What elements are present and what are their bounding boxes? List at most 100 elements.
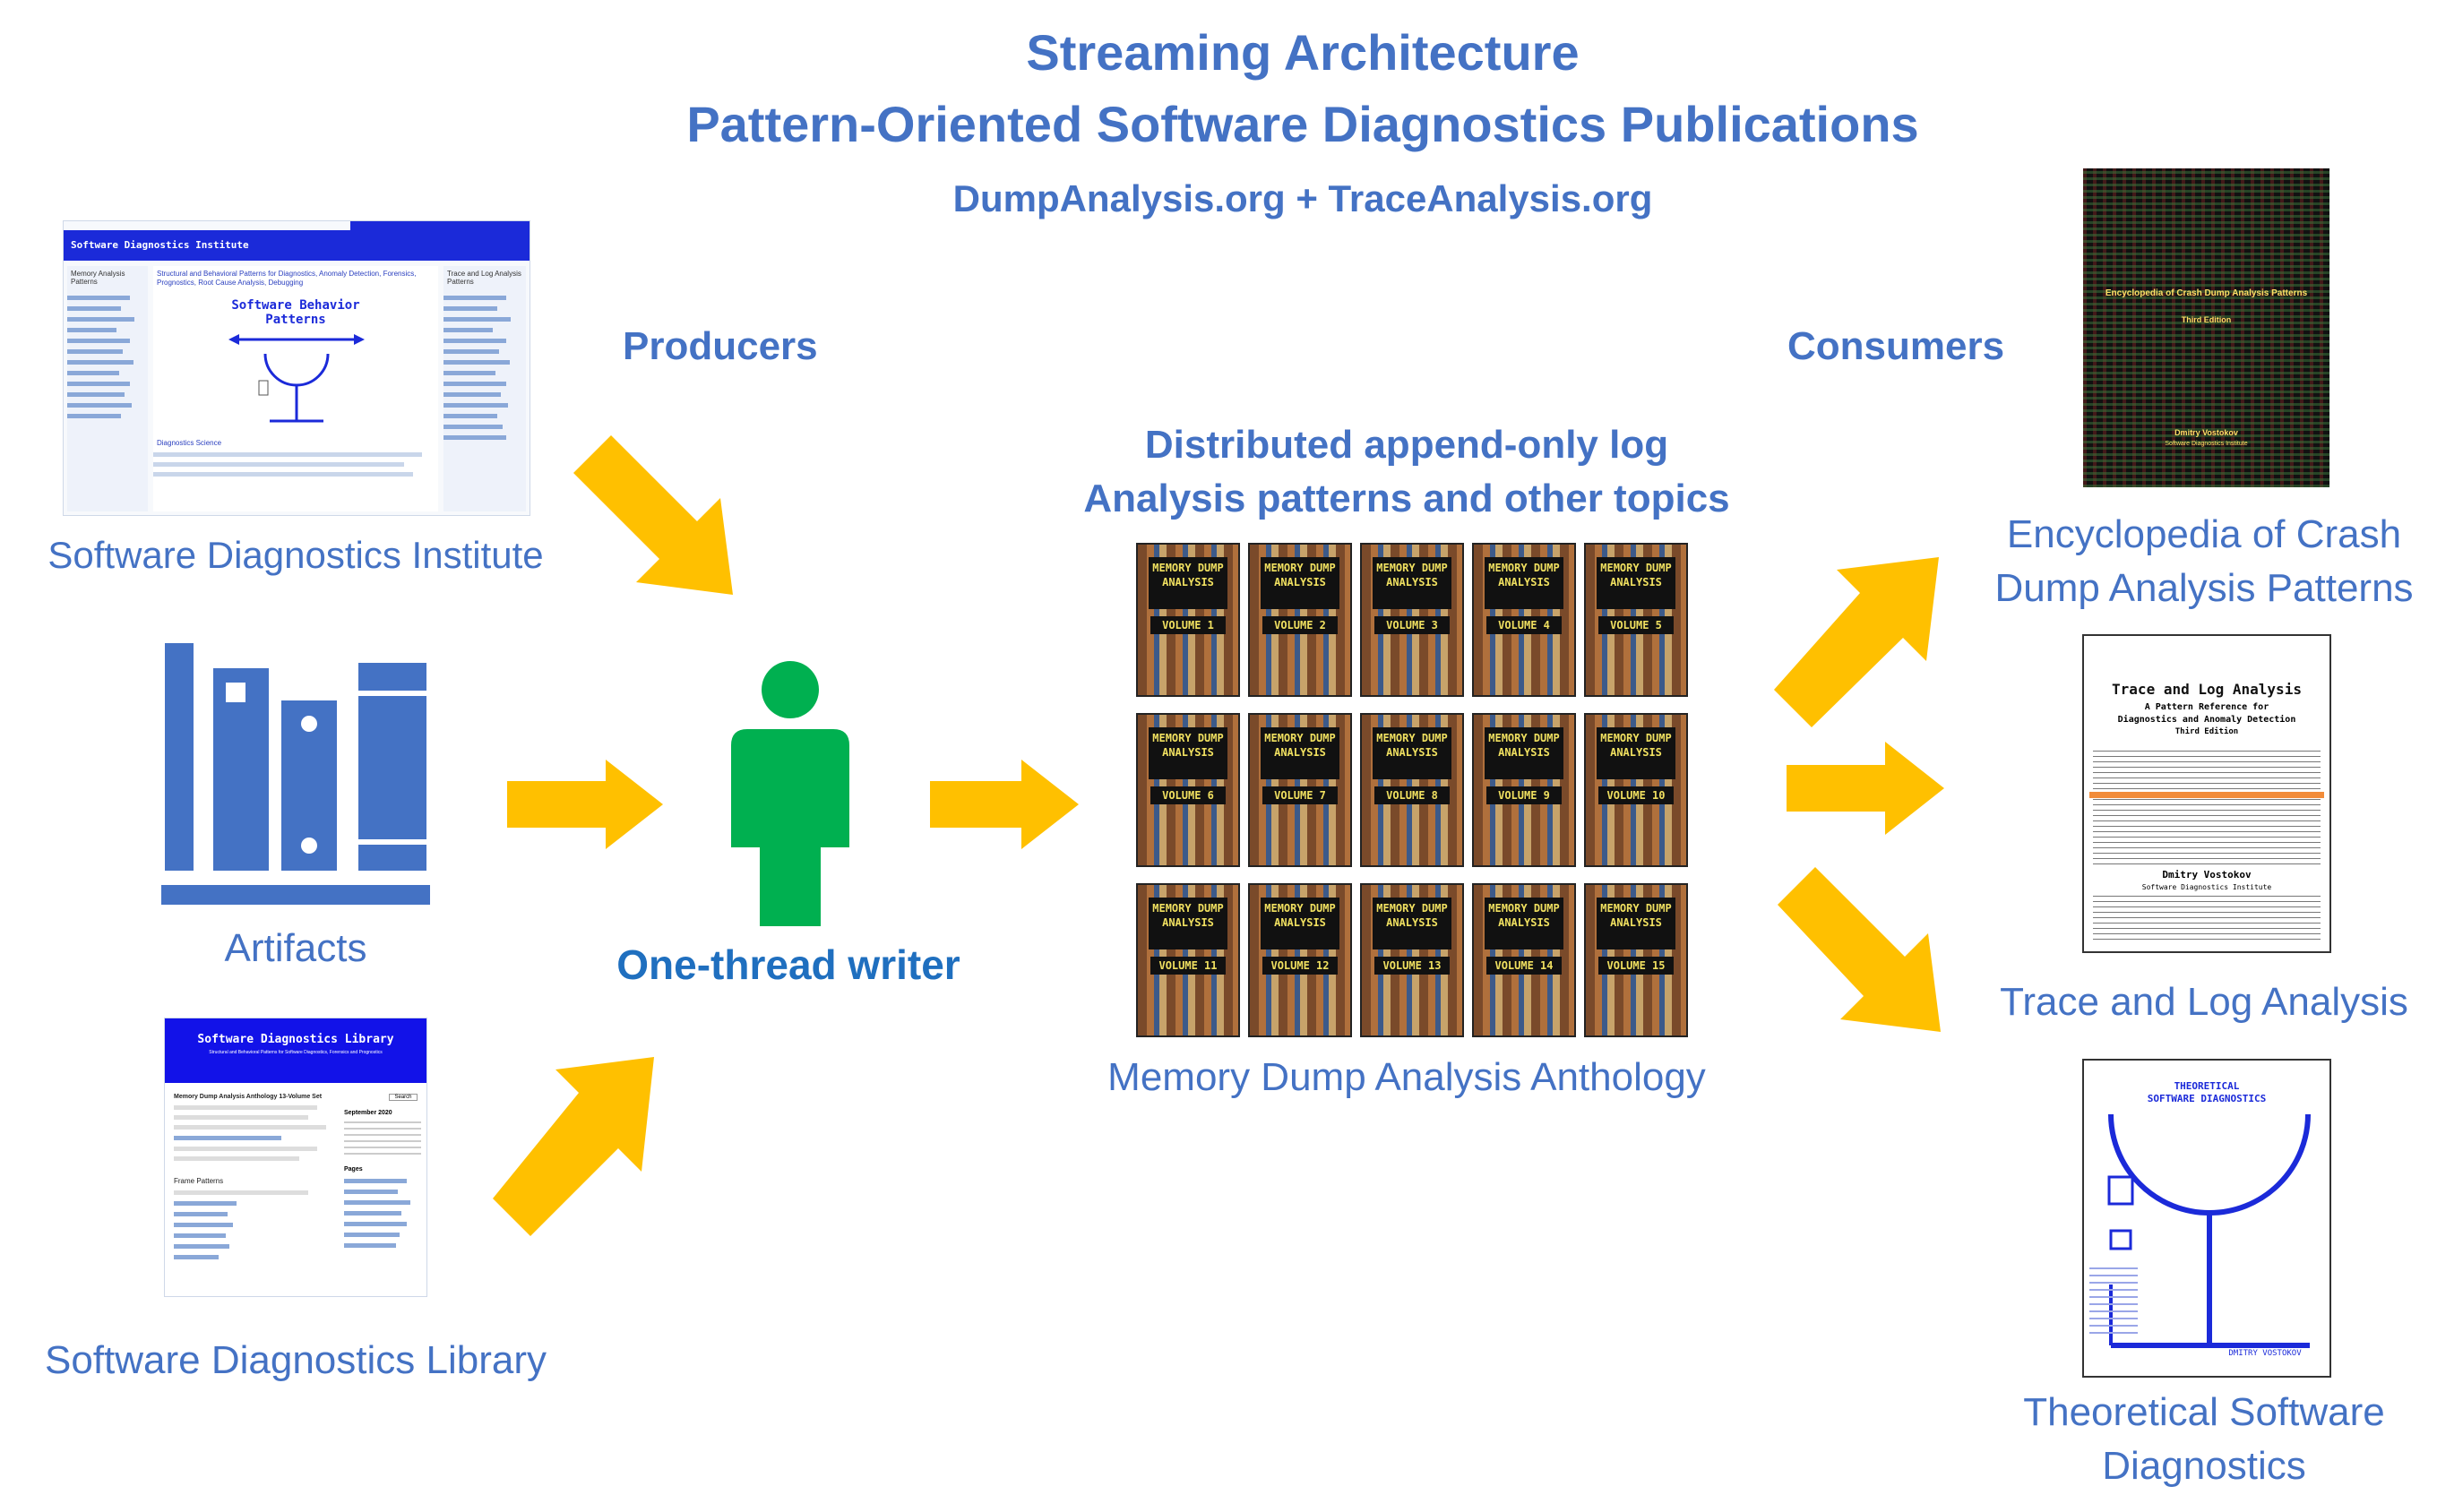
sdi-label: Software Diagnostics Institute — [47, 534, 544, 576]
anthology-volume-cover-text: MEMORY DUMP ANALYSIS — [1261, 557, 1339, 609]
encyclopedia-cover-edition: Third Edition — [2181, 315, 2232, 324]
anthology-volume-number: VOLUME 1 — [1150, 616, 1226, 634]
anthology-volume-13: MEMORY DUMP ANALYSIS VOLUME 13 — [1360, 883, 1464, 1037]
writer-person-icon — [731, 661, 849, 926]
anthology-volume-number: VOLUME 8 — [1374, 786, 1450, 804]
theoretical-label-line2: Diagnostics — [2102, 1444, 2306, 1488]
sdi-headline: Structural and Behavioral Patterns for D… — [157, 270, 417, 287]
diagram-title-line2: Pattern-Oriented Software Diagnostics Pu… — [686, 96, 1919, 152]
anthology-volume-number: VOLUME 2 — [1262, 616, 1338, 634]
arrow-log-to-trace — [1787, 742, 1944, 835]
sdi-top-nav — [350, 221, 530, 230]
trace-cover-author: Dmitry Vostokov — [2084, 869, 2329, 881]
producers-heading: Producers — [623, 324, 818, 368]
anthology-volume-cover-text: MEMORY DUMP ANALYSIS — [1597, 898, 1675, 949]
sdl-post-title-2: Frame Patterns — [174, 1177, 224, 1185]
anthology-volume-number: VOLUME 7 — [1262, 786, 1338, 804]
trace-cover-edition: Third Edition — [2174, 727, 2239, 736]
anthology-volume-number: VOLUME 9 — [1486, 786, 1562, 804]
trace-cover-title: Trace and Log Analysis — [2112, 681, 2302, 698]
arrow-sdi-to-writer — [573, 435, 733, 595]
sdi-website-screenshot: Software Diagnostics Institute Memory An… — [63, 220, 530, 516]
trace-cover-publisher: Software Diagnostics Institute — [2084, 883, 2329, 891]
encyclopedia-cover-title: Encyclopedia of Crash Dump Analysis Patt… — [2105, 288, 2308, 298]
encyclopedia-label-line1: Encyclopedia of Crash — [2006, 512, 2402, 556]
trace-label: Trace and Log Analysis — [2000, 980, 2408, 1024]
anthology-volume-number: VOLUME 6 — [1150, 786, 1226, 804]
sdi-banner-text: Software Diagnostics Institute — [71, 239, 249, 251]
anthology-volume-6: MEMORY DUMP ANALYSIS VOLUME 6 — [1136, 713, 1240, 867]
writer-label: One-thread writer — [616, 941, 960, 988]
encyclopedia-cover-publisher: Software Diagnostics Institute — [2165, 441, 2248, 447]
encyclopedia-cover-author: Dmitry Vostokov — [2174, 428, 2238, 437]
theoretical-cover: THEORETICAL SOFTWARE DIAGNOSTICS DMITRY … — [2082, 1059, 2331, 1378]
sdl-search-button: Search — [389, 1094, 418, 1101]
anthology-volume-number: VOLUME 13 — [1374, 957, 1450, 975]
anthology-volume-cover-text: MEMORY DUMP ANALYSIS — [1373, 898, 1451, 949]
theoretical-label-line1: Theoretical Software — [2023, 1390, 2385, 1434]
encyclopedia-cover: Encyclopedia of Crash Dump Analysis Patt… — [2083, 168, 2329, 487]
encyclopedia-label-line2: Dump Analysis Patterns — [1994, 566, 2414, 610]
theoretical-cover-graphic — [2089, 1113, 2311, 1348]
consumers-heading: Consumers — [1787, 324, 2005, 368]
sdl-banner: Software Diagnostics Library Structural … — [165, 1018, 426, 1083]
sdi-right-heading: Trace and Log Analysis Patterns — [447, 270, 521, 286]
sdi-logo-graphic — [228, 334, 365, 423]
theoretical-cover-title2: SOFTWARE DIAGNOSTICS — [2147, 1093, 2267, 1104]
sdl-website-screenshot: Software Diagnostics Library Structural … — [164, 1018, 427, 1297]
theoretical-cover-title1: THEORETICAL — [2174, 1080, 2240, 1092]
anthology-volume-number: VOLUME 15 — [1598, 957, 1674, 975]
anthology-volume-number: VOLUME 12 — [1262, 957, 1338, 975]
trace-cover-log-lines — [2093, 747, 2321, 944]
log-heading-line2: Analysis patterns and other topics — [1083, 477, 1730, 520]
sdl-banner-subtitle: Structural and Behavioral Patterns for S… — [209, 1050, 383, 1055]
anthology-volume-cover-text: MEMORY DUMP ANALYSIS — [1485, 557, 1563, 609]
sdi-left-heading: Memory Analysis Patterns — [71, 270, 125, 286]
sdl-main: Memory Dump Analysis Anthology 13-Volume… — [174, 1094, 335, 1266]
trace-cover-sub2: Diagnostics and Anomaly Detection — [2117, 715, 2296, 725]
anthology-volume-number: VOLUME 3 — [1374, 616, 1450, 634]
diagram-subtitle-sites: DumpAnalysis.org + TraceAnalysis.org — [952, 177, 1653, 219]
sdl-pages-heading: Pages — [344, 1166, 363, 1173]
anthology-volume-2: MEMORY DUMP ANALYSIS VOLUME 2 — [1248, 543, 1352, 697]
anthology-volume-cover-text: MEMORY DUMP ANALYSIS — [1261, 898, 1339, 949]
theoretical-cover-author: DMITRY VOSTOKOV — [2228, 1349, 2302, 1358]
sdi-section-heading: Diagnostics Science — [157, 439, 222, 447]
anthology-volume-number: VOLUME 11 — [1150, 957, 1226, 975]
anthology-volume-cover-text: MEMORY DUMP ANALYSIS — [1149, 727, 1227, 779]
sdl-label: Software Diagnostics Library — [44, 1338, 547, 1382]
sdl-sidebar: Search September 2020 Pages — [344, 1094, 421, 1254]
sdi-banner: Software Diagnostics Institute — [64, 230, 530, 261]
anthology-volume-cover-text: MEMORY DUMP ANALYSIS — [1597, 557, 1675, 609]
trace-cover-highlight — [2089, 792, 2324, 798]
log-heading-line1: Distributed append-only log — [1144, 423, 1669, 467]
anthology-volume-4: MEMORY DUMP ANALYSIS VOLUME 4 — [1472, 543, 1576, 697]
trace-cover: Trace and Log Analysis A Pattern Referen… — [2082, 634, 2331, 953]
anthology-volume-cover-text: MEMORY DUMP ANALYSIS — [1485, 727, 1563, 779]
sdi-main-column: Structural and Behavioral Patterns for D… — [153, 266, 438, 511]
anthology-volume-number: VOLUME 10 — [1598, 786, 1674, 804]
anthology-volume-10: MEMORY DUMP ANALYSIS VOLUME 10 — [1584, 713, 1688, 867]
anthology-volume-1: MEMORY DUMP ANALYSIS VOLUME 1 — [1136, 543, 1240, 697]
anthology-volume-cover-text: MEMORY DUMP ANALYSIS — [1485, 898, 1563, 949]
arrow-sdl-to-writer — [493, 1057, 654, 1236]
anthology-volume-number: VOLUME 4 — [1486, 616, 1562, 634]
sdl-calendar-grid — [344, 1120, 421, 1159]
sdi-right-column: Trace and Log Analysis Patterns — [443, 266, 526, 511]
trace-cover-sub1: A Pattern Reference for — [2144, 702, 2269, 712]
anthology-volume-cover-text: MEMORY DUMP ANALYSIS — [1597, 727, 1675, 779]
arrow-artifacts-to-writer — [507, 760, 663, 849]
sdl-post-title-1: Memory Dump Analysis Anthology 13-Volume… — [174, 1094, 323, 1100]
anthology-volume-12: MEMORY DUMP ANALYSIS VOLUME 12 — [1248, 883, 1352, 1037]
sdi-left-column: Memory Analysis Patterns — [67, 266, 148, 511]
arrow-writer-to-log — [930, 760, 1079, 849]
artifacts-books-icon — [161, 643, 430, 905]
arrow-log-to-encyclopedia — [1774, 557, 1939, 727]
sdl-banner-title: Software Diagnostics Library — [197, 1033, 394, 1046]
anthology-volume-cover-text: MEMORY DUMP ANALYSIS — [1149, 557, 1227, 609]
